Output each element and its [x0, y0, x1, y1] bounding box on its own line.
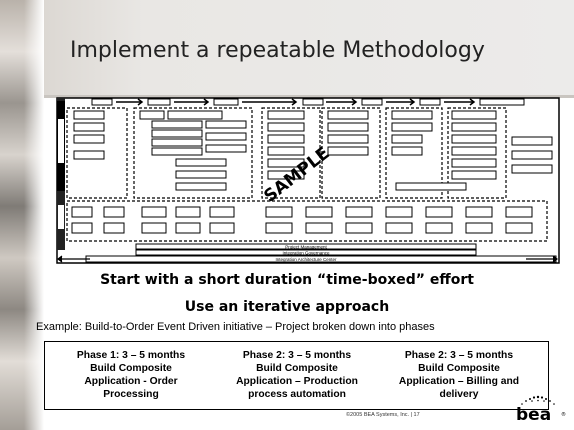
- example-text: Example: Build-to-Order Event Driven ini…: [36, 321, 435, 333]
- phase-1: Phase 1: 3 – 5 months Build Composite Ap…: [51, 349, 211, 401]
- phase-1-line-3: Application - Order: [84, 376, 178, 387]
- copyright-footer: ©2005 BEA Systems, Inc. | 17: [346, 412, 420, 418]
- phase-2-line-1: Phase 2: 3 – 5 months: [242, 350, 352, 361]
- phases-box: Phase 1: 3 – 5 months Build Composite Ap…: [44, 341, 549, 410]
- phase-3-line-3: Application – Billing and: [398, 376, 520, 387]
- headline-iterative: Use an iterative approach: [184, 299, 390, 315]
- integration-governance-bar: Integration Governance: [282, 251, 330, 256]
- integration-architecture-center-bar: Integration Architecture Center: [275, 257, 337, 262]
- headline-timeboxed: Start with a short duration “time-boxed”…: [100, 272, 474, 288]
- phase-2-line-4: process automation: [248, 389, 346, 400]
- phase-1-line-1: Phase 1: 3 – 5 months: [76, 350, 186, 361]
- decorative-left-strip: [0, 0, 44, 430]
- bea-logo-text: bea: [516, 405, 551, 424]
- phase-1-line-4: Processing: [103, 389, 159, 400]
- title-divider: [44, 95, 574, 98]
- phase-3-line-4: delivery: [439, 389, 479, 400]
- title-band: [0, 0, 574, 95]
- phase-2: Phase 2: 3 – 5 months Build Composite Ap…: [217, 349, 377, 401]
- phase-2-line-3: Application – Production: [236, 376, 358, 387]
- methodology-diagram: Project Management Integration Governanc…: [56, 97, 560, 264]
- project-management-bar: Project Management: [285, 245, 327, 250]
- phase-1-line-2: Build Composite: [90, 363, 172, 374]
- phase-3-line-2: Build Composite: [418, 363, 500, 374]
- phase-3-line-1: Phase 2: 3 – 5 months: [404, 350, 514, 361]
- phase-2-line-2: Build Composite: [256, 363, 338, 374]
- slide-title: Implement a repeatable Methodology: [70, 38, 485, 63]
- bea-registered-mark: ®: [561, 411, 566, 418]
- bea-logo: bea ®: [508, 394, 568, 425]
- phase-3: Phase 2: 3 – 5 months Build Composite Ap…: [379, 349, 539, 401]
